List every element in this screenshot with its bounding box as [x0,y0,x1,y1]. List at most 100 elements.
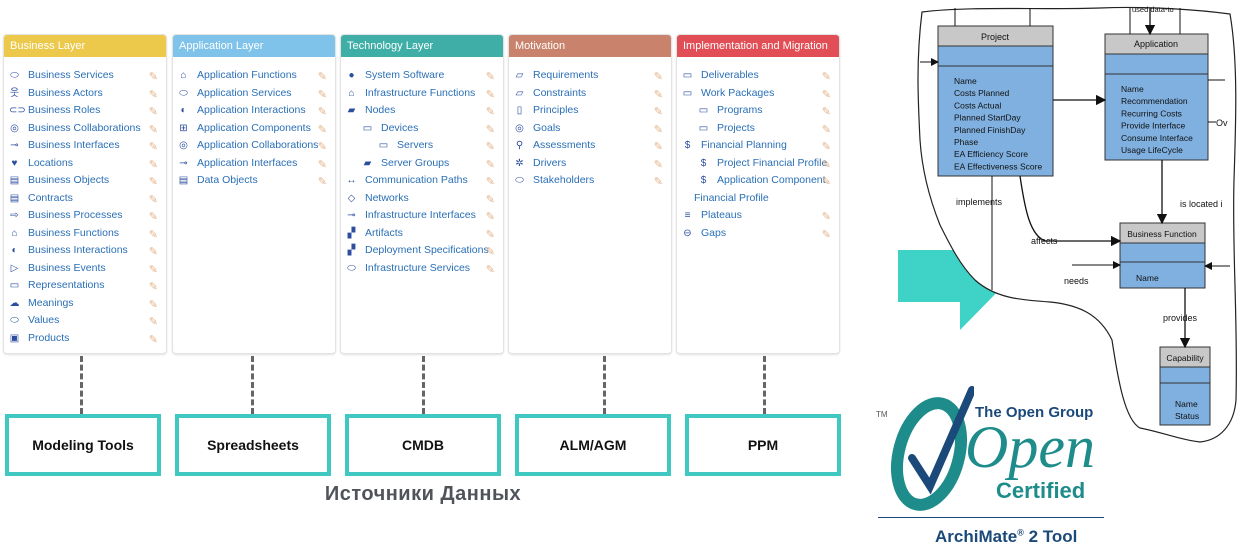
layer-item[interactable]: ↔Communication Paths✎ [341,172,503,190]
layer-item[interactable]: ▷Business Events✎ [4,260,166,278]
layer-item[interactable]: $Financial Planning✎ [677,137,839,155]
layer-item[interactable]: ⬭Business Services✎ [4,67,166,85]
layer-item[interactable]: ◎Goals✎ [509,120,671,138]
layer-item[interactable]: ⊸Application Interfaces✎ [173,155,335,173]
pin-icon[interactable]: ✎ [485,211,495,223]
layer-item[interactable]: Financial Profile [677,190,839,208]
pin-icon[interactable]: ✎ [148,246,158,258]
pin-icon[interactable]: ✎ [148,263,158,276]
pin-icon[interactable]: ✎ [653,158,663,171]
layer-item[interactable]: ▭Projects✎ [677,120,839,138]
layer-item[interactable]: ▞Artifacts✎ [341,225,503,243]
layer-item[interactable]: ⬭Stakeholders✎ [509,172,671,190]
pin-icon[interactable]: ✎ [485,228,495,241]
layer-item[interactable]: $Application Component✎ [677,172,839,190]
layer-item[interactable]: ●System Software✎ [341,67,503,85]
pin-icon[interactable]: ✎ [148,298,158,311]
layer-item[interactable]: ▭Servers✎ [341,137,503,155]
pin-icon[interactable]: ✎ [653,176,663,188]
layer-item[interactable]: ▯Principles✎ [509,102,671,120]
pin-icon[interactable]: ✎ [485,193,495,206]
layer-item[interactable]: ▣Products✎ [4,330,166,348]
pin-icon[interactable]: ✎ [821,71,831,83]
layer-item[interactable]: ≡Plateaus✎ [677,207,839,225]
pin-icon[interactable]: ✎ [821,88,831,101]
pin-icon[interactable]: ✎ [821,106,831,118]
layer-item[interactable]: ▰Nodes✎ [341,102,503,120]
pin-icon[interactable]: ✎ [148,211,158,223]
pin-icon[interactable]: ✎ [317,106,327,118]
pin-icon[interactable]: ✎ [485,246,495,258]
pin-icon[interactable]: ✎ [148,228,158,241]
pin-icon[interactable]: ✎ [148,316,158,328]
layer-item[interactable]: ⇨Business Processes✎ [4,207,166,225]
layer-item[interactable]: ▤Contracts✎ [4,190,166,208]
layer-item[interactable]: $Project Financial Profile✎ [677,155,839,173]
pin-icon[interactable]: ✎ [148,193,158,206]
layer-item[interactable]: ⌂Application Functions✎ [173,67,335,85]
pin-icon[interactable]: ✎ [148,158,158,171]
pin-icon[interactable]: ✎ [485,88,495,101]
layer-item[interactable]: ◇Networks✎ [341,190,503,208]
layer-item[interactable]: ⬭Infrastructure Services✎ [341,260,503,278]
pin-icon[interactable]: ✎ [317,141,327,153]
pin-icon[interactable]: ✎ [485,176,495,188]
layer-item[interactable]: ◐Business Interactions✎ [4,242,166,260]
layer-item[interactable]: ◎Business Collaborations✎ [4,120,166,138]
layer-item[interactable]: ▱Requirements✎ [509,67,671,85]
pin-icon[interactable]: ✎ [821,211,831,223]
pin-icon[interactable]: ✎ [821,123,831,136]
layer-item[interactable]: ✲Drivers✎ [509,155,671,173]
pin-icon[interactable]: ✎ [148,71,158,83]
layer-item[interactable]: ⌂Infrastructure Functions✎ [341,85,503,103]
layer-item[interactable]: ☁Meanings✎ [4,295,166,313]
layer-item[interactable]: ▭Representations✎ [4,277,166,295]
pin-icon[interactable]: ✎ [485,141,495,153]
pin-icon[interactable]: ✎ [653,123,663,136]
layer-item[interactable]: ▤Data Objects✎ [173,172,335,190]
pin-icon[interactable]: ✎ [485,123,495,136]
layer-item[interactable]: ▤Business Objects✎ [4,172,166,190]
pin-icon[interactable]: ✎ [317,123,327,136]
pin-icon[interactable]: ✎ [821,141,831,153]
layer-item[interactable]: ⊸Business Interfaces✎ [4,137,166,155]
layer-item[interactable]: ▰Server Groups✎ [341,155,503,173]
pin-icon[interactable]: ✎ [148,123,158,136]
pin-icon[interactable]: ✎ [653,71,663,83]
pin-icon[interactable]: ✎ [821,158,831,171]
pin-icon[interactable]: ✎ [148,333,158,346]
layer-item[interactable]: ⊖Gaps✎ [677,225,839,243]
layer-item[interactable]: ◐Application Interactions✎ [173,102,335,120]
layer-item[interactable]: ▭Programs✎ [677,102,839,120]
layer-item[interactable]: ▞Deployment Specifications✎ [341,242,503,260]
layer-item[interactable]: ♥Locations✎ [4,155,166,173]
layer-item[interactable]: ⬭Application Services✎ [173,85,335,103]
layer-item[interactable]: ⊂⊃Business Roles✎ [4,102,166,120]
pin-icon[interactable]: ✎ [653,141,663,153]
pin-icon[interactable]: ✎ [485,263,495,276]
layer-item[interactable]: ⚲Assessments✎ [509,137,671,155]
pin-icon[interactable]: ✎ [148,176,158,188]
pin-icon[interactable]: ✎ [148,88,158,101]
pin-icon[interactable]: ✎ [148,106,158,118]
pin-icon[interactable]: ✎ [317,158,327,171]
layer-item[interactable]: ▭Devices✎ [341,120,503,138]
pin-icon[interactable]: ✎ [485,106,495,118]
layer-item[interactable]: ▱Constraints✎ [509,85,671,103]
layer-item[interactable]: ▭Deliverables✎ [677,67,839,85]
layer-item[interactable]: ◎Application Collaborations✎ [173,137,335,155]
layer-item[interactable]: ⊞Application Components✎ [173,120,335,138]
pin-icon[interactable]: ✎ [148,141,158,153]
pin-icon[interactable]: ✎ [485,158,495,171]
pin-icon[interactable]: ✎ [821,228,831,241]
layer-item[interactable]: ⌂Business Functions✎ [4,225,166,243]
pin-icon[interactable]: ✎ [317,71,327,83]
layer-item[interactable]: ▭Work Packages✎ [677,85,839,103]
pin-icon[interactable]: ✎ [653,106,663,118]
pin-icon[interactable]: ✎ [317,88,327,101]
pin-icon[interactable]: ✎ [821,176,831,188]
pin-icon[interactable]: ✎ [148,281,158,293]
layer-item[interactable]: ⬭Values✎ [4,312,166,330]
pin-icon[interactable]: ✎ [317,176,327,188]
